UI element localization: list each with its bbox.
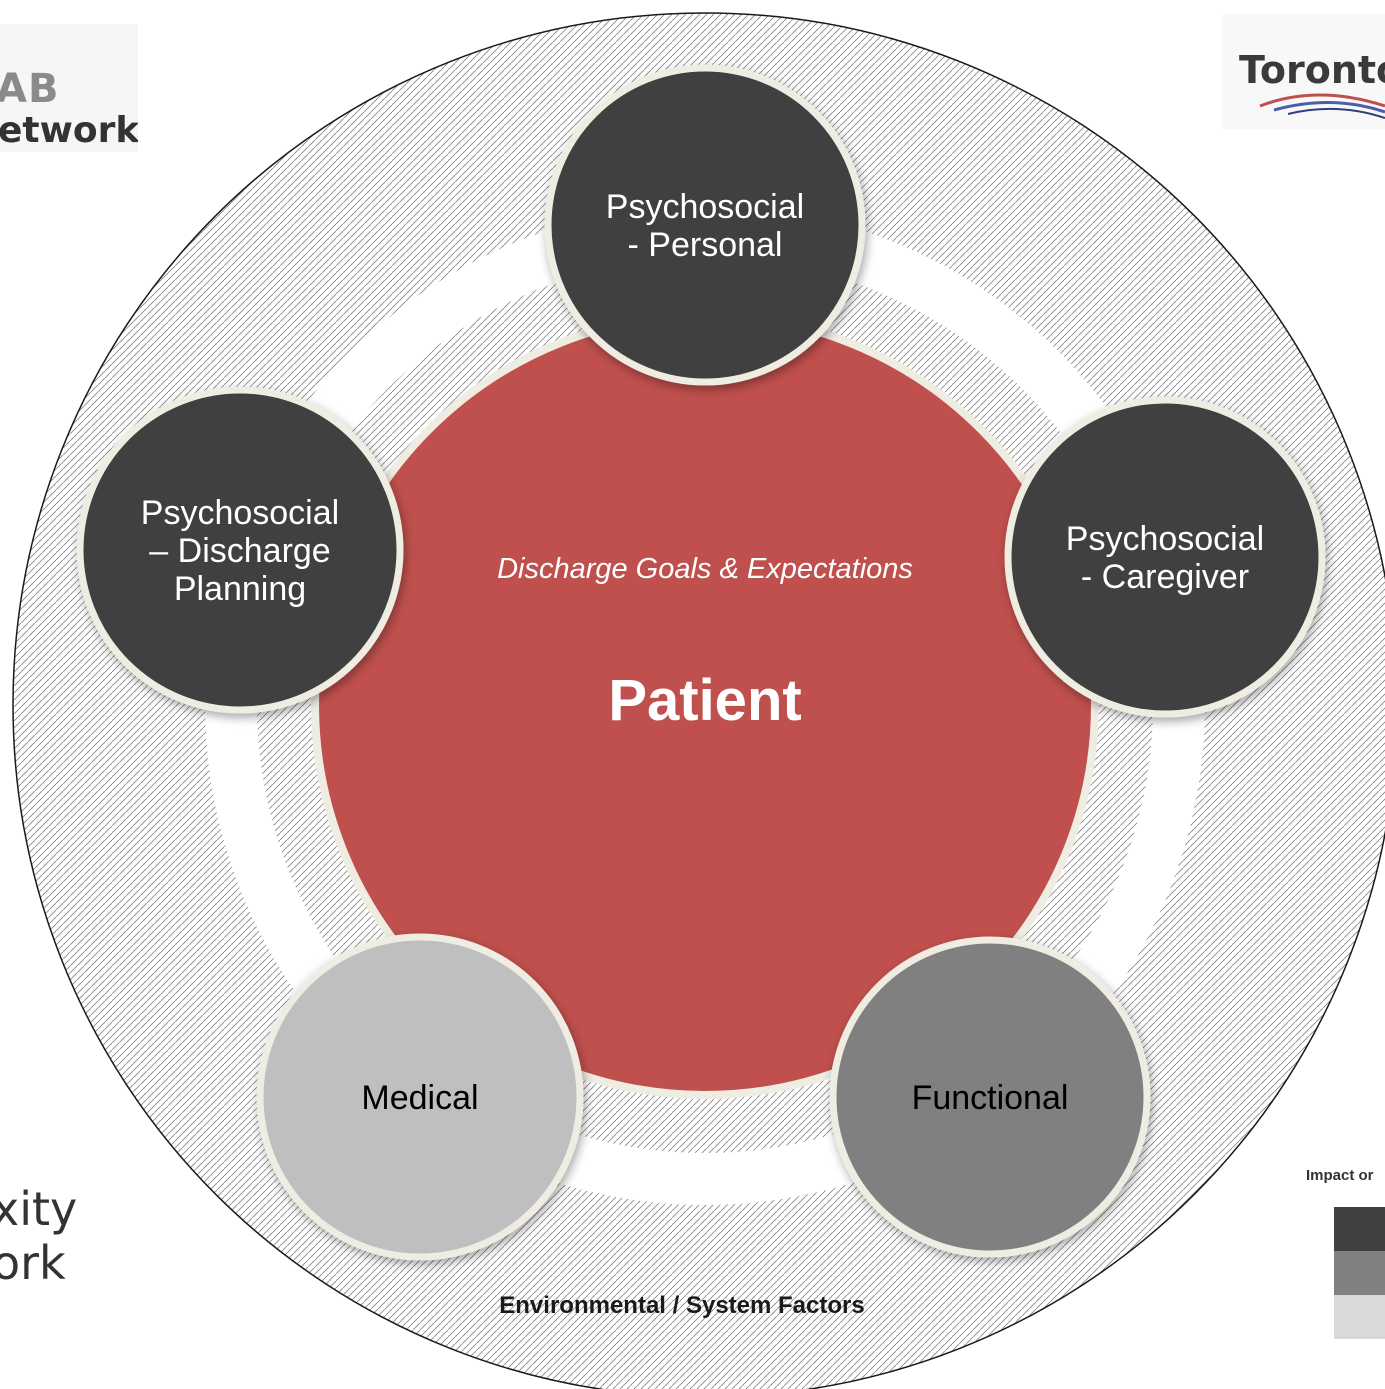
node-circle-psychosocial-caregiver	[1004, 396, 1326, 718]
legend-swatch-medium	[1334, 1251, 1385, 1295]
node-label-psychosocial-caregiver: - Caregiver	[1081, 558, 1249, 596]
node-label-psychosocial-discharge-planning: Planning	[174, 570, 306, 608]
node-label-psychosocial-caregiver: Psychosocial	[1066, 520, 1264, 558]
node-circle-psychosocial-personal	[544, 64, 866, 386]
node-label-functional: Functional	[912, 1079, 1069, 1117]
node-label-medical: Medical	[361, 1079, 478, 1117]
logo-right-text: Toronto	[1239, 48, 1385, 92]
legend-title: Impact or	[1306, 1167, 1374, 1184]
legend-swatch-high	[1334, 1207, 1385, 1251]
node-label-psychosocial-discharge-planning: – Discharge	[149, 532, 330, 570]
node-label-psychosocial-discharge-planning: Psychosocial	[141, 494, 339, 532]
title-line-1: xity	[0, 1182, 78, 1236]
legend-swatch-low	[1334, 1295, 1385, 1339]
node-psychosocial-personal: Psychosocial- Personal	[544, 64, 866, 386]
node-psychosocial-caregiver: Psychosocial- Caregiver	[1004, 396, 1326, 718]
logo-left-text-top: AB	[0, 66, 60, 112]
node-circle-medical	[256, 933, 584, 1261]
node-medical: Medical	[256, 933, 584, 1261]
swoosh-icon	[1259, 93, 1385, 119]
framework-title: xity ork	[0, 1182, 77, 1290]
node-label-psychosocial-personal: - Personal	[628, 226, 783, 264]
logo-left-text-bottom: etwork	[0, 110, 138, 151]
discharge-goals-label: Discharge Goals & Expectations	[497, 553, 913, 585]
node-circle-psychosocial-discharge-planning	[76, 386, 404, 714]
node-label-psychosocial-personal: Psychosocial	[606, 188, 804, 226]
node-functional: Functional	[829, 936, 1151, 1258]
toronto-logo: Toronto	[1222, 14, 1385, 129]
title-line-2: ork	[0, 1236, 66, 1290]
environmental-system-factors-label: Environmental / System Factors	[499, 1292, 864, 1319]
rehab-network-logo: AB etwork	[0, 24, 138, 152]
patient-label: Patient	[608, 668, 801, 733]
node-circle-functional	[829, 936, 1151, 1258]
